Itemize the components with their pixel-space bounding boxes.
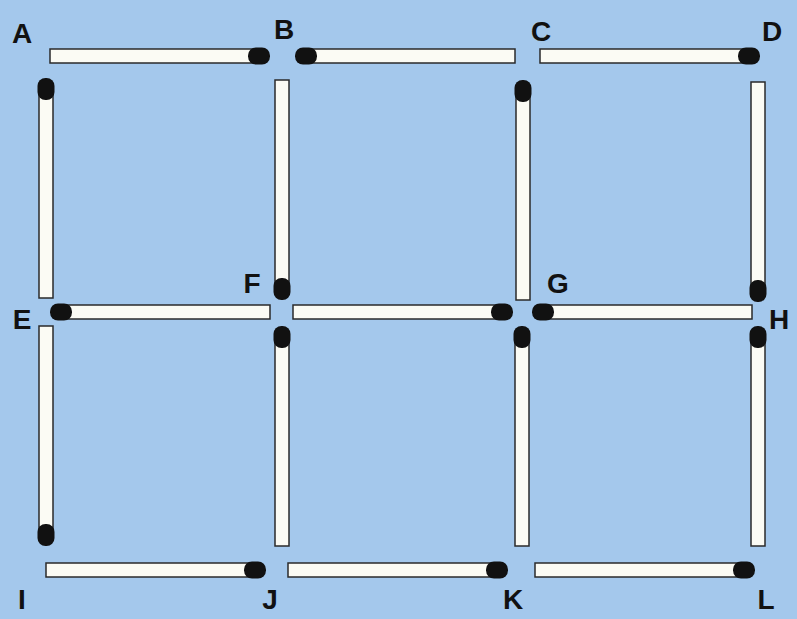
- point-label: C: [531, 18, 551, 46]
- matchstick: [293, 304, 513, 321]
- matchstick: [532, 304, 752, 321]
- point-label: K: [503, 586, 523, 614]
- matchstick: [38, 78, 55, 298]
- point-label: G: [547, 270, 569, 298]
- matchstick: [535, 562, 755, 579]
- matchstick: [540, 48, 760, 65]
- point-label: E: [13, 306, 32, 334]
- matchstick: [515, 80, 532, 300]
- matchstick: [46, 562, 266, 579]
- point-label: J: [262, 586, 278, 614]
- matchstick: [38, 326, 55, 546]
- matchstick: [750, 326, 767, 546]
- point-label: D: [762, 18, 782, 46]
- point-label: I: [18, 586, 26, 614]
- point-label: F: [243, 270, 260, 298]
- point-label: A: [12, 20, 32, 48]
- matchstick: [750, 82, 767, 302]
- point-label: H: [769, 306, 789, 334]
- matchstick: [274, 326, 291, 546]
- matchstick: [288, 562, 508, 579]
- matchstick: [295, 48, 515, 65]
- matchstick: [50, 304, 270, 321]
- matchstick: [274, 80, 291, 300]
- matchstick: [514, 326, 531, 546]
- point-label: L: [757, 586, 774, 614]
- point-label: B: [274, 16, 294, 44]
- matchstick: [50, 48, 270, 65]
